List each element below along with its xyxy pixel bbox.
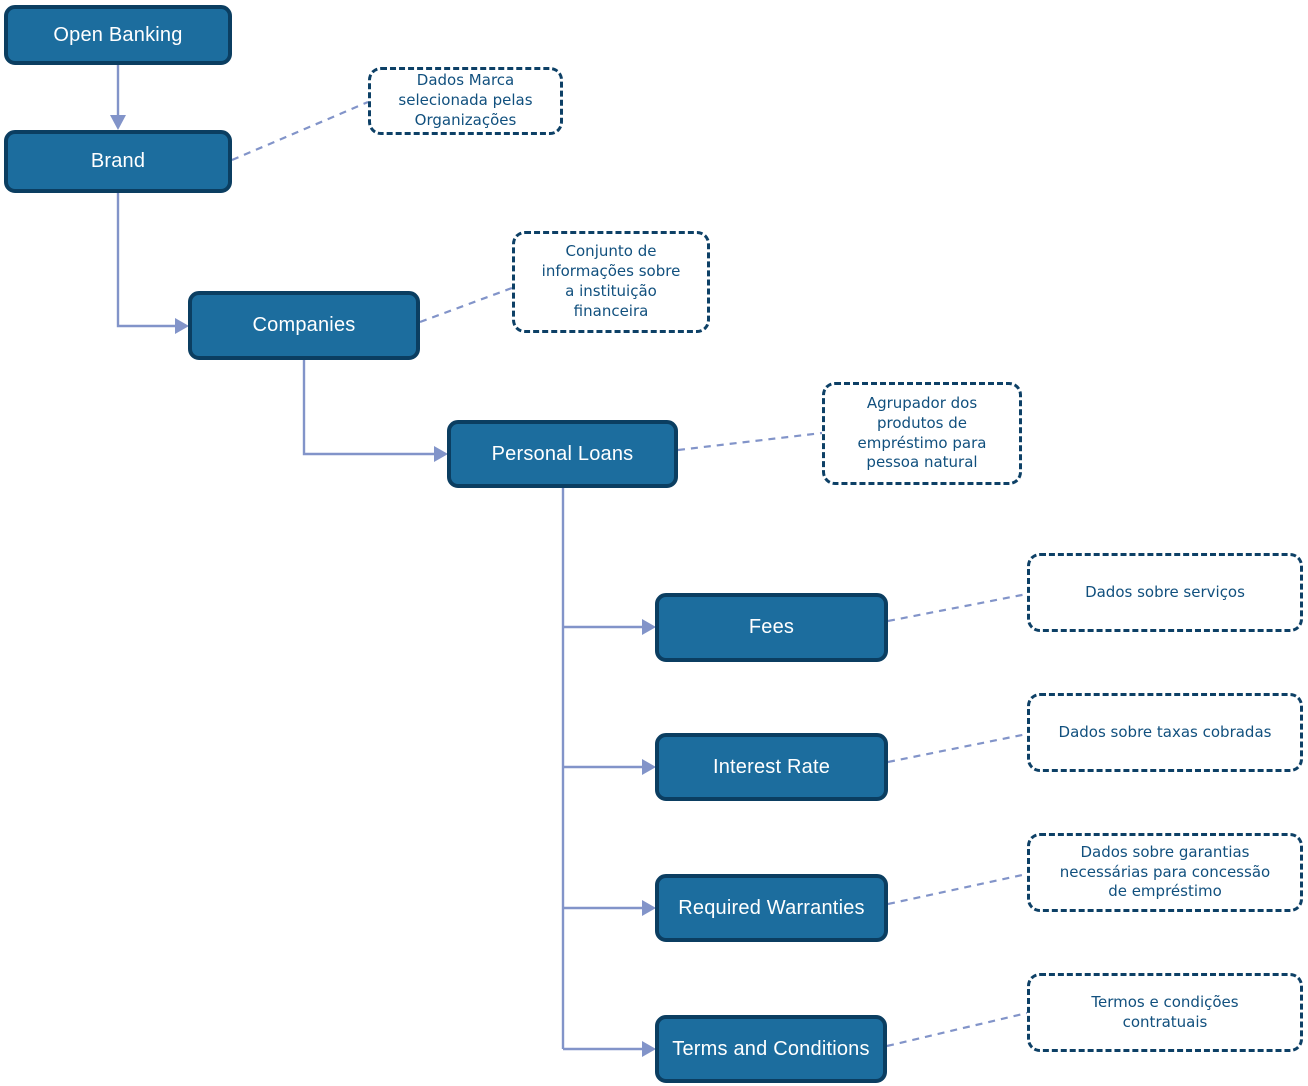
node-interest-rate: Interest Rate [655,733,888,801]
note-interest-rate-text: Dados sobre taxas cobradas [1058,722,1272,741]
node-fees-label: Fees [748,616,795,638]
node-required-warranties-label: Required Warranties [678,896,865,919]
note-brand: Dados Marca selecionada pelas Organizaçõ… [368,67,563,135]
note-fees: Dados sobre serviços [1027,553,1303,632]
node-terms-and-conditions: Terms and Conditions [655,1015,887,1083]
node-required-warranties: Required Warranties [655,874,888,942]
arrowhead-requiredwarranties [642,900,656,916]
note-required-warranties: Dados sobre garantias necessárias para c… [1027,833,1303,912]
node-companies: Companies [188,291,420,360]
note-link-companies [419,286,513,324]
node-brand: Brand [4,130,232,193]
note-terms-and-conditions: Termos e condições contratuais [1027,973,1303,1052]
node-personal-loans-label: Personal Loans [491,442,634,465]
node-interest-rate-label: Interest Rate [712,755,831,778]
note-companies-text: Conjunto de informações sobre a institui… [541,242,681,320]
arrowhead-personalloans [434,446,448,462]
note-fees-text: Dados sobre serviços [1085,582,1245,601]
note-link-requiredwarranties [887,872,1028,906]
node-open-banking: Open Banking [4,5,232,65]
note-link-brand [231,100,369,162]
node-fees: Fees [655,593,888,662]
note-link-personalloans [677,431,823,452]
connector-companies-personalloans [302,360,435,456]
note-brand-text: Dados Marca selecionada pelas Organizaçõ… [398,71,533,129]
note-link-fees [887,592,1028,623]
arrowhead-termsandconditions [642,1041,656,1057]
connector-brand-companies [116,193,176,328]
node-open-banking-label: Open Banking [53,23,183,46]
arrowhead-companies [175,318,189,334]
node-personal-loans: Personal Loans [447,420,678,488]
node-brand-label: Brand [90,150,146,172]
node-terms-and-conditions-label: Terms and Conditions [672,1037,870,1060]
arrowhead-fees [642,619,656,635]
arrowhead-brand [110,115,126,130]
note-link-interestrate [887,732,1028,764]
note-link-termsandconditions [886,1011,1028,1048]
arrowhead-interestrate [642,759,656,775]
note-interest-rate: Dados sobre taxas cobradas [1027,693,1303,772]
note-terms-and-conditions-text: Termos e condições contratuais [1091,992,1239,1031]
note-personal-loans-text: Agrupador dos produtos de empréstimo par… [857,393,987,472]
note-required-warranties-text: Dados sobre garantias necessárias para c… [1059,842,1271,901]
node-companies-label: Companies [252,314,356,336]
note-personal-loans: Agrupador dos produtos de empréstimo par… [822,382,1022,485]
note-companies: Conjunto de informações sobre a institui… [512,231,710,333]
